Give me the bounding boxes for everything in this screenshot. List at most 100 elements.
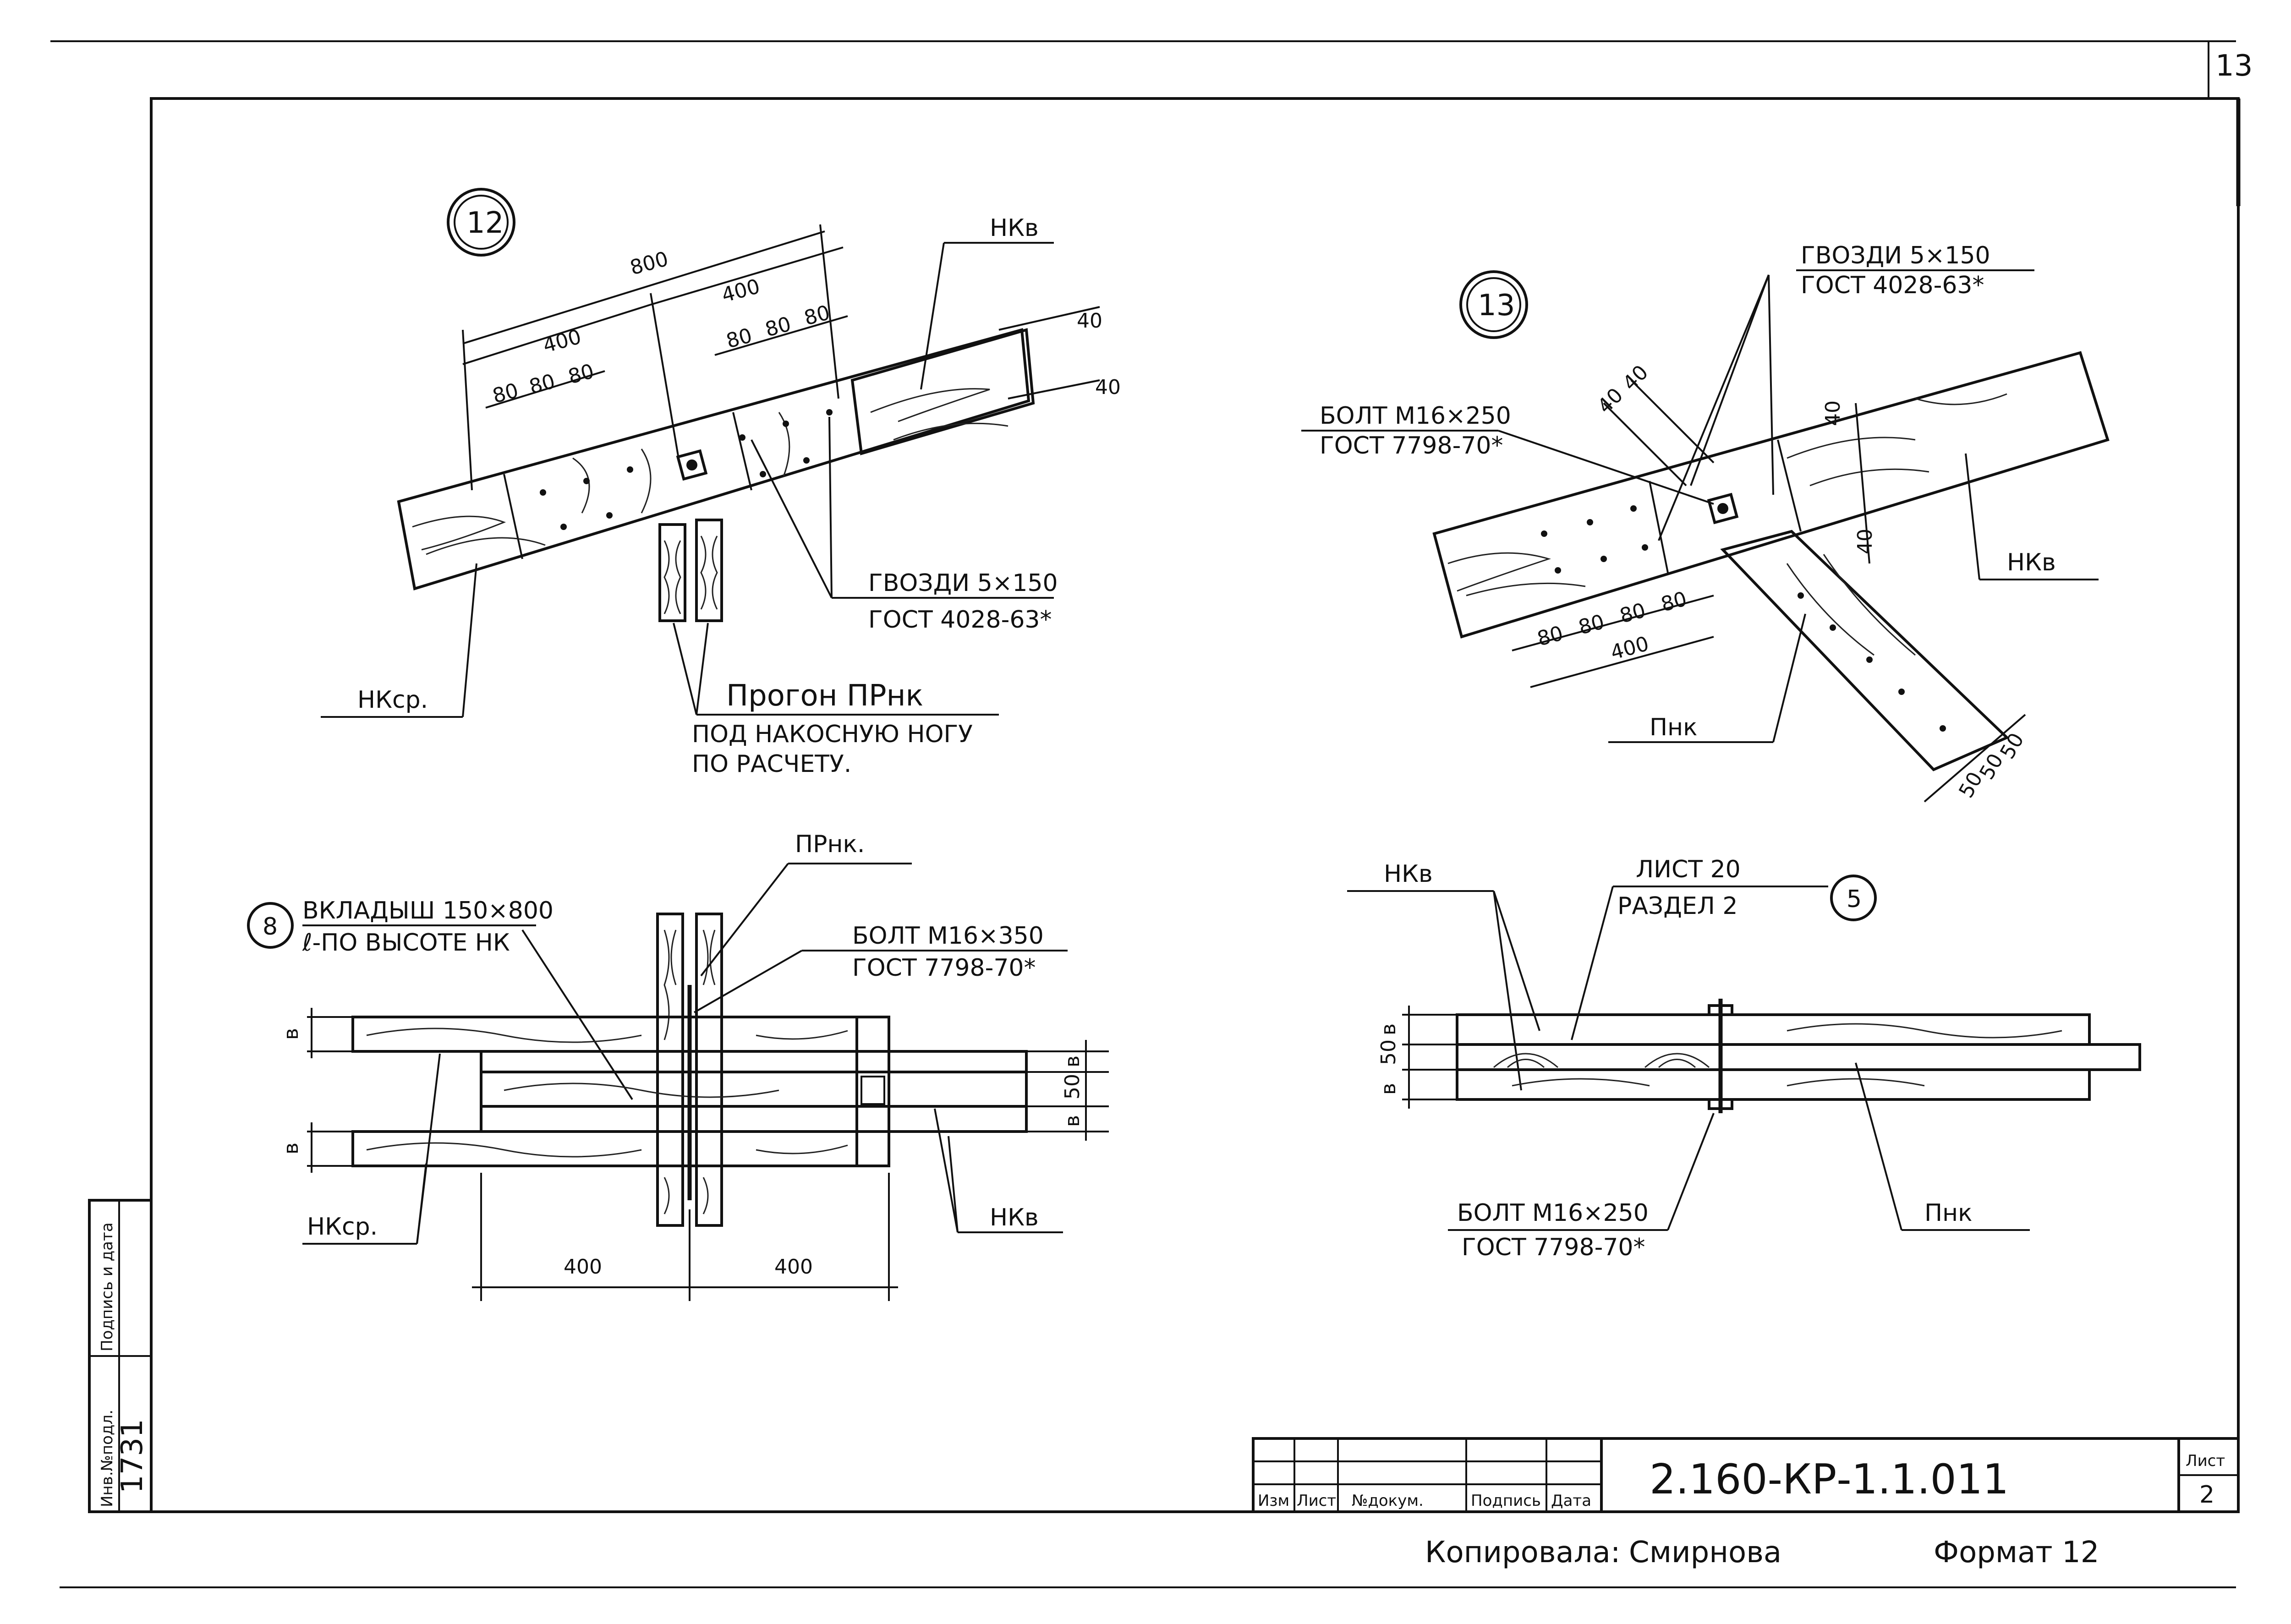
label-nk-v-d13: НКв <box>2007 549 2056 576</box>
dim-b-r1: в <box>1061 1055 1084 1067</box>
detail-8: 8 ВКЛАДЫШ 150×800 ℓ-ПО ВЫСОТЕ НК ПРнк. Б… <box>247 831 1109 1301</box>
dim-80-r2: 80 <box>763 312 794 342</box>
tb-header-date: Дата <box>1551 1492 1591 1510</box>
dim-400-left: 400 <box>541 325 584 358</box>
detail-12-marker: 12 <box>466 206 504 240</box>
dim-80-b3: 80 <box>1617 599 1648 628</box>
detail-8-marker-circle <box>247 902 294 949</box>
board-mid-d8 <box>480 1071 1028 1108</box>
dim-400-b1: 400 <box>564 1255 602 1279</box>
dim-40-t2: 40 <box>1618 361 1653 395</box>
label-nk-sr-d12: НКср. <box>357 686 428 714</box>
label-nk-sr-d8: НКср. <box>307 1213 378 1241</box>
bolt-label-2-d8: ГОСТ 7798-70* <box>852 954 1036 982</box>
tb-header-izm: Изм <box>1258 1492 1289 1510</box>
dim-80-b4: 80 <box>1659 587 1689 617</box>
dim-400-d13: 400 <box>1608 632 1651 665</box>
rafter-nk-v-d13 <box>1432 351 2110 639</box>
dim-80-l3: 80 <box>566 360 597 389</box>
dim-b-l2: в <box>280 1143 303 1154</box>
bolt-d12 <box>676 449 708 481</box>
dim-400-b2: 400 <box>774 1255 813 1279</box>
dim-50-d5: 50 <box>1377 1039 1400 1065</box>
purlin-label-2: ПОД НАКОСНУЮ НОГУ <box>692 721 973 748</box>
board-mid-d5 <box>1456 1043 2141 1071</box>
rafter-nk-v <box>850 328 1035 455</box>
side-stamp: Инв.№подл. Подпись и дата 1731 <box>88 1199 153 1513</box>
dim-40-b: 40 <box>1095 376 1121 399</box>
bolt-label-1-d8: БОЛТ М16×350 <box>852 922 1044 950</box>
dim-b-l1: в <box>280 1028 303 1040</box>
dim-50-r-d8: 50 <box>1061 1074 1084 1099</box>
board-top-d5 <box>1456 1013 2091 1046</box>
tb-header-list: Лист <box>1297 1492 1336 1510</box>
purlin-left-d8 <box>656 913 684 1227</box>
dim-40-r1: 40 <box>1821 400 1845 426</box>
label-nk-v-d8: НКв <box>990 1204 1039 1231</box>
dim-80-l1: 80 <box>490 379 521 408</box>
label-nk-v-d5: НКв <box>1384 860 1433 888</box>
label-nk-v-d12: НКв <box>990 214 1039 242</box>
detail-5-section: НКв ЛИСТ 20 РАЗДЕЛ 2 5 в 50 в БОЛТ М16×2… <box>1347 856 2141 1261</box>
doc-code: 2.160-КР-1.1.011 <box>1650 1455 2009 1504</box>
detail-12: 12 800 400 400 80 <box>321 188 1121 778</box>
nails-d12 <box>540 409 833 530</box>
ref-marker: 5 <box>1847 886 1862 913</box>
bolt-label-1-d13: БОЛТ М16×250 <box>1320 402 1511 430</box>
purlin-post-right <box>695 519 723 622</box>
tb-sheet-label: Лист <box>2186 1452 2225 1470</box>
purlin-label-1: Прогон ПРнк <box>726 679 923 713</box>
dim-80-r1: 80 <box>724 324 755 353</box>
sheet-number: 13 <box>2215 49 2253 83</box>
ref-marker-circle <box>1830 875 1877 921</box>
purlin-post-left <box>658 523 686 622</box>
copied-name: Смирнова <box>1629 1536 1781 1569</box>
ref-label-2: РАЗДЕЛ 2 <box>1617 892 1737 920</box>
nails-d13 <box>1541 505 1946 732</box>
dim-80-b2: 80 <box>1576 610 1607 640</box>
stamp-signature: Подпись и дата <box>98 1222 116 1351</box>
dim-b-d5-1: в <box>1377 1023 1400 1035</box>
bolt-label-2-d5: ГОСТ 7798-70* <box>1462 1234 1645 1261</box>
nails-label-2-d13: ГОСТ 4028-63* <box>1801 272 1984 299</box>
label-pr-nk: ПРнк. <box>795 831 865 858</box>
ref-label-1: ЛИСТ 20 <box>1636 856 1741 883</box>
dim-800: 800 <box>628 247 671 280</box>
label-p-nk-d5: Пнк <box>1924 1199 1973 1227</box>
bolt-label-1-d5: БОЛТ М16×250 <box>1457 1199 1649 1227</box>
board-top-d8 <box>351 1016 858 1053</box>
stamp-handwritten: 1731 <box>115 1419 149 1493</box>
bolt-label-2-d13: ГОСТ 7798-70* <box>1320 432 1503 459</box>
detail-13-marker-circle <box>1459 270 1528 339</box>
bolt-d13 <box>1707 492 1739 525</box>
dim-b-r2: в <box>1061 1115 1084 1127</box>
dim-b-d5-2: в <box>1377 1083 1400 1095</box>
sheet-frame <box>50 40 2241 1588</box>
format-label: Формат 12 <box>1934 1536 2099 1569</box>
purlin-label-3: ПО РАСЧЕТУ. <box>692 750 851 778</box>
detail-8-marker: 8 <box>263 913 278 940</box>
dim-400-right: 400 <box>719 275 762 307</box>
nails-label-2-d12: ГОСТ 4028-63* <box>868 606 1052 634</box>
stamp-inv: Инв.№подл. <box>98 1410 116 1507</box>
brace-p-nk <box>1720 530 2010 771</box>
tb-sheet-value: 2 <box>2199 1481 2214 1509</box>
detail-13: 13 ГВОЗДИ 5×150 ГОСТ 4028-63* БОЛТ М16×2… <box>1301 242 2110 803</box>
insert-label-1: ВКЛАДЫШ 150×800 <box>302 897 554 924</box>
detail-13-marker: 13 <box>1478 289 1515 323</box>
dim-80-b1: 80 <box>1535 622 1566 651</box>
title-block: Изм Лист №докум. Подпись Дата 2.160-КР-1… <box>1252 1437 2240 1513</box>
nails-label-1-d13: ГВОЗДИ 5×150 <box>1801 242 1990 269</box>
rafter-nk-sr <box>397 328 1030 591</box>
dim-80-l2: 80 <box>527 370 558 399</box>
insert-label-2: ℓ-ПО ВЫСОТЕ НК <box>302 929 510 957</box>
dim-40-a: 40 <box>1077 309 1102 333</box>
detail-12-marker-circle <box>447 188 515 257</box>
tb-header-doc: №докум. <box>1352 1492 1424 1510</box>
nails-label-1-d12: ГВОЗДИ 5×150 <box>868 569 1058 597</box>
dim-40-r2: 40 <box>1853 529 1877 554</box>
purlin-right-d8 <box>695 913 723 1227</box>
copied-label: Копировала: <box>1425 1536 1620 1569</box>
label-p-nk-d13: Пнк <box>1650 714 1698 741</box>
